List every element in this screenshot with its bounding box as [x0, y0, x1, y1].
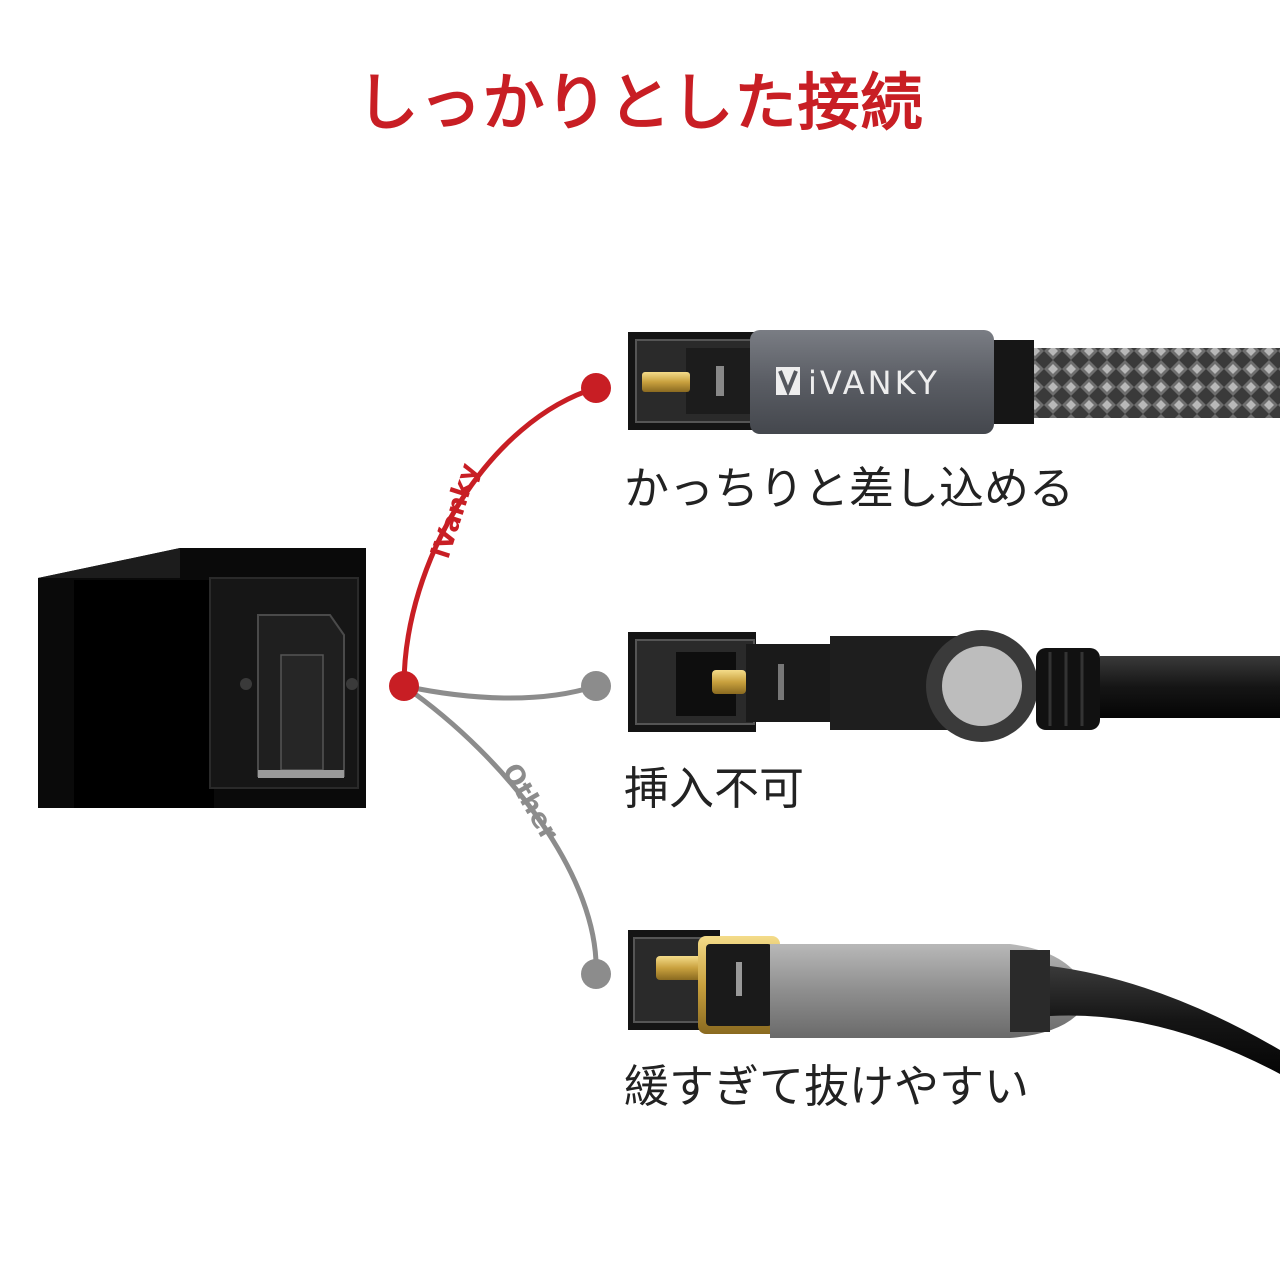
- ivanky-plug-icon: iVANKY: [628, 330, 1280, 434]
- caption-cannot-insert: 挿入不可: [624, 762, 805, 815]
- good-endpoint-dot: [581, 373, 611, 403]
- brand-logo-text: iVANKY: [808, 364, 940, 402]
- caption-too-loose: 緩すぎて抜けやすい: [624, 1060, 1030, 1113]
- other-endpoint-dot-2: [581, 959, 611, 989]
- other-connection-line-1: [403, 683, 597, 701]
- loose-plug-icon: [628, 930, 1280, 1074]
- good-connection-line: [401, 385, 597, 687]
- angled-plug-icon: [628, 630, 1280, 742]
- other-endpoint-dot-1: [581, 671, 611, 701]
- other-connection-line-2: [402, 683, 599, 975]
- socket-node-dot: [389, 671, 419, 701]
- branch-label-good: iVanky: [426, 460, 485, 562]
- page-title: しっかりとした接続: [356, 66, 924, 139]
- branch-label-other: Other: [496, 759, 564, 846]
- caption-good-fit: かっちりと差し込める: [624, 462, 1075, 515]
- toslink-socket-icon: [38, 548, 366, 808]
